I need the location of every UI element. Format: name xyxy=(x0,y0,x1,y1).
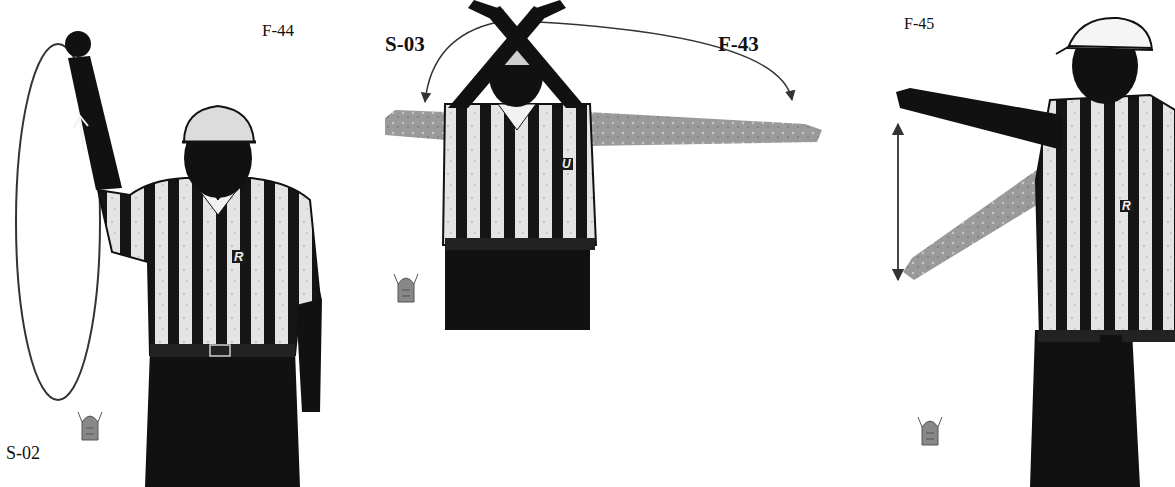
signal-code: F-44 xyxy=(262,22,294,39)
referee-wind-signal-part xyxy=(98,178,320,355)
referee-crossed-arms-signal-part xyxy=(530,0,566,18)
referee-crossed-arms-signal-part-part xyxy=(402,290,410,296)
referee-wind-signal-part xyxy=(65,31,91,57)
referee-crossed-arms-signal xyxy=(385,0,822,330)
signal-code: S-03 xyxy=(385,34,425,55)
referee-wind-signal-part xyxy=(150,344,295,357)
referee-wind-signal-part xyxy=(74,116,88,150)
referee-crossed-arms-signal-part xyxy=(468,0,504,18)
referee-crossed-arms-signal-part xyxy=(443,104,596,245)
referee-crossed-arms-signal-part xyxy=(445,245,590,330)
referee-crossed-arms-signal-part xyxy=(538,22,792,100)
referee-crossed-arms-signal-part-part xyxy=(394,274,418,284)
referee-wind-signal-part-part xyxy=(82,416,98,440)
referee-wind-signal-part xyxy=(145,350,300,487)
shirt-letter: R xyxy=(1120,200,1133,212)
referee-arm-motion-signal-part xyxy=(897,124,899,280)
referee-arm-motion-signal xyxy=(896,18,1175,487)
referee-crossed-arms-signal-part xyxy=(385,110,446,140)
shirt-letter: U xyxy=(560,158,573,170)
referee-wind-signal-part-part xyxy=(78,412,102,422)
shirt-letter: R xyxy=(232,250,245,263)
referee-crossed-arms-signal-part xyxy=(394,274,418,302)
referee-wind-signal-part xyxy=(184,106,254,142)
referee-wind-signal xyxy=(16,31,322,487)
referee-crossed-arms-signal-part xyxy=(498,104,536,130)
referee-wind-signal-part xyxy=(68,56,122,190)
referee-wind-signal-part-part xyxy=(86,428,94,434)
referee-arm-motion-signal-part-part xyxy=(926,433,934,439)
signal-code: F-45 xyxy=(904,16,934,32)
referee-arm-motion-signal-part xyxy=(1100,335,1126,455)
referee-wind-signal-part xyxy=(182,141,256,144)
referee-crossed-arms-signal-part xyxy=(445,238,595,250)
referee-crossed-arms-signal-part xyxy=(486,6,586,108)
referee-crossed-arms-signal-part xyxy=(588,112,822,146)
referee-arm-motion-signal-part-part xyxy=(922,421,938,445)
referee-wind-signal-part xyxy=(210,345,230,356)
referee-crossed-arms-signal-part-part xyxy=(398,278,414,302)
referee-arm-motion-signal-part xyxy=(918,417,942,445)
referee-arm-motion-signal-part xyxy=(1030,330,1140,487)
signal-code: F-43 xyxy=(718,34,759,55)
referee-arm-motion-signal-part xyxy=(1068,18,1152,50)
referee-arm-motion-signal-part xyxy=(896,88,1062,150)
referee-wind-signal-part xyxy=(78,412,102,440)
signal-code: S-02 xyxy=(6,444,40,462)
referee-arm-motion-signal-part xyxy=(1056,46,1152,54)
referee-arm-motion-signal-part-part xyxy=(918,417,942,427)
